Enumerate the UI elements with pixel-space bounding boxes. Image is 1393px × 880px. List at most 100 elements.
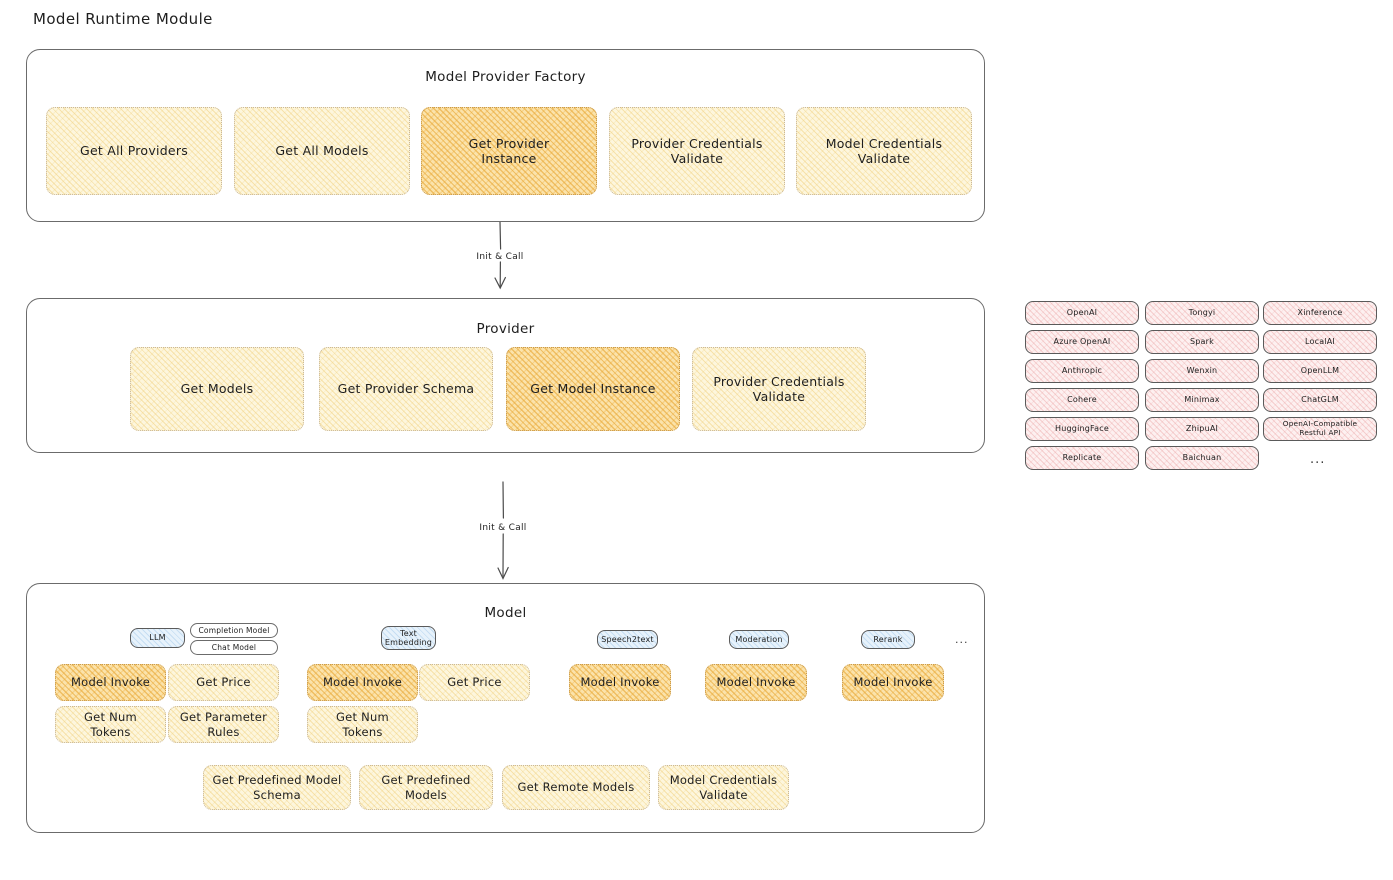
provider-chip-label: Anthropic	[1061, 366, 1103, 376]
provider-chip-chatglm[interactable]: ChatGLM	[1263, 388, 1377, 412]
factory-node-label: Provider Credentials Validate	[631, 135, 763, 166]
arrow-label-init-call-2: Init & Call	[479, 523, 527, 533]
model-node-label: Model Invoke	[853, 675, 933, 690]
model-tag-moderation[interactable]: Moderation	[729, 630, 789, 649]
provider-chip-label: HuggingFace	[1055, 424, 1109, 434]
factory-node-get-provider-instance[interactable]: Get Provider Instance	[421, 107, 597, 195]
model-tag-label: Rerank	[873, 634, 903, 644]
model-node-speech2text-model-invoke[interactable]: Model Invoke	[569, 664, 671, 701]
provider-chip-label: Wenxin	[1186, 366, 1218, 376]
factory-node-label: Get All Models	[275, 143, 369, 159]
provider-chip-label: ZhipuAI	[1185, 424, 1219, 434]
model-node-label: Model Invoke	[70, 675, 151, 690]
model-container: Model LLM Completion Model Chat Model Mo…	[26, 583, 1000, 848]
model-node-label: Get Price	[447, 675, 502, 690]
provider-node-provider-credentials-validate[interactable]: Provider Credentials Validate	[692, 347, 866, 431]
provider-node-get-provider-schema[interactable]: Get Provider Schema	[319, 347, 493, 431]
model-node-model-credentials-validate[interactable]: Model Credentials Validate	[658, 765, 789, 810]
model-node-llm-get-parameter-rules[interactable]: Get Parameter Rules	[168, 706, 279, 743]
provider-chip-label: Azure OpenAI	[1053, 337, 1111, 347]
provider-chip-xinference[interactable]: Xinference	[1263, 301, 1377, 325]
model-tag-label: Text Embedding	[384, 628, 433, 647]
provider-chip-label: OpenAI	[1066, 308, 1098, 318]
model-tag-speech2text[interactable]: Speech2text	[597, 630, 658, 649]
provider-chip-openllm[interactable]: OpenLLM	[1263, 359, 1377, 383]
provider-node-label: Get Models	[180, 381, 254, 397]
model-tag-llm[interactable]: LLM	[130, 628, 185, 648]
provider-chip-label: Baichuan	[1182, 453, 1222, 463]
model-tag-label: LLM	[149, 633, 166, 643]
model-node-label: Get Predefined Model Schema	[212, 773, 342, 802]
page-title: Model Runtime Module	[33, 10, 213, 28]
model-node-llm-model-invoke[interactable]: Model Invoke	[55, 664, 166, 701]
provider-list-more-ellipsis: ...	[1310, 452, 1326, 467]
model-subtag-completion-model[interactable]: Completion Model	[190, 623, 278, 638]
model-tag-text-embedding[interactable]: Text Embedding	[381, 626, 436, 650]
provider-node-get-models[interactable]: Get Models	[130, 347, 304, 431]
model-node-text-embedding-get-price[interactable]: Get Price	[419, 664, 530, 701]
model-subtag-label: Completion Model	[198, 625, 270, 635]
model-node-text-embedding-model-invoke[interactable]: Model Invoke	[307, 664, 418, 701]
factory-node-provider-credentials-validate[interactable]: Provider Credentials Validate	[609, 107, 785, 195]
model-subtag-chat-model[interactable]: Chat Model	[190, 640, 278, 655]
provider-chip-openai[interactable]: OpenAI	[1025, 301, 1139, 325]
provider-chip-label: Cohere	[1067, 395, 1097, 405]
model-node-label: Get Num Tokens	[336, 710, 389, 739]
factory-node-label: Get Provider Instance	[468, 135, 550, 166]
model-node-text-embedding-get-num-tokens[interactable]: Get Num Tokens	[307, 706, 418, 743]
model-groups-more-ellipsis: ...	[955, 633, 969, 646]
provider-chip-spark[interactable]: Spark	[1145, 330, 1259, 354]
provider-chip-wenxin[interactable]: Wenxin	[1145, 359, 1259, 383]
model-node-rerank-model-invoke[interactable]: Model Invoke	[842, 664, 944, 701]
provider-chip-label: LocalAI	[1305, 337, 1335, 347]
provider-chip-label: OpenLLM	[1300, 366, 1340, 376]
provider-node-get-model-instance[interactable]: Get Model Instance	[506, 347, 680, 431]
provider-chip-tongyi[interactable]: Tongyi	[1145, 301, 1259, 325]
model-node-get-predefined-model-schema[interactable]: Get Predefined Model Schema	[203, 765, 351, 810]
model-node-label: Model Invoke	[322, 675, 403, 690]
model-node-llm-get-price[interactable]: Get Price	[168, 664, 279, 701]
provider-title: Provider	[476, 321, 535, 337]
provider-chip-baichuan[interactable]: Baichuan	[1145, 446, 1259, 470]
model-node-label: Get Parameter Rules	[179, 710, 268, 739]
arrow-label-init-call-1: Init & Call	[476, 252, 524, 262]
model-tag-label: Speech2text	[601, 634, 654, 644]
model-node-label: Get Num Tokens	[84, 710, 137, 739]
provider-chip-localai[interactable]: LocalAI	[1263, 330, 1377, 354]
factory-node-get-all-models[interactable]: Get All Models	[234, 107, 410, 195]
model-node-label: Model Credentials Validate	[669, 773, 778, 802]
model-node-llm-get-num-tokens[interactable]: Get Num Tokens	[55, 706, 166, 743]
provider-chip-label: OpenAI-Compatible Restful API	[1282, 419, 1358, 437]
model-node-moderation-model-invoke[interactable]: Model Invoke	[705, 664, 807, 701]
provider-chip-openai-compatible-restful-api[interactable]: OpenAI-Compatible Restful API	[1263, 417, 1377, 441]
provider-chip-huggingface[interactable]: HuggingFace	[1025, 417, 1139, 441]
factory-node-label: Get All Providers	[80, 143, 188, 159]
model-node-label: Model Invoke	[580, 675, 660, 690]
factory-node-model-credentials-validate[interactable]: Model Credentials Validate	[796, 107, 972, 195]
provider-chip-label: Xinference	[1297, 308, 1343, 318]
model-title: Model	[484, 605, 527, 621]
provider-node-label: Get Provider Schema	[337, 381, 475, 397]
model-node-label: Model Invoke	[716, 675, 796, 690]
provider-chip-label: Replicate	[1062, 453, 1102, 463]
model-node-get-predefined-models[interactable]: Get Predefined Models	[359, 765, 493, 810]
provider-chip-azure-openai[interactable]: Azure OpenAI	[1025, 330, 1139, 354]
provider-chip-label: ChatGLM	[1301, 395, 1339, 405]
model-tag-rerank[interactable]: Rerank	[861, 630, 915, 649]
provider-chip-zhipuai[interactable]: ZhipuAI	[1145, 417, 1259, 441]
provider-node-label: Get Model Instance	[530, 381, 656, 397]
model-node-label: Get Predefined Models	[381, 773, 471, 802]
provider-node-label: Provider Credentials Validate	[713, 373, 845, 404]
provider-chip-minimax[interactable]: Minimax	[1145, 388, 1259, 412]
model-node-get-remote-models[interactable]: Get Remote Models	[502, 765, 650, 810]
model-node-label: Get Remote Models	[517, 780, 635, 795]
provider-chip-label: Spark	[1190, 337, 1214, 347]
provider-chip-cohere[interactable]: Cohere	[1025, 388, 1139, 412]
factory-node-get-all-providers[interactable]: Get All Providers	[46, 107, 222, 195]
provider-chip-anthropic[interactable]: Anthropic	[1025, 359, 1139, 383]
model-tag-label: Moderation	[735, 634, 783, 644]
provider-chip-label: Tongyi	[1188, 308, 1216, 318]
provider-chip-replicate[interactable]: Replicate	[1025, 446, 1139, 470]
model-provider-factory-title: Model Provider Factory	[425, 69, 586, 85]
